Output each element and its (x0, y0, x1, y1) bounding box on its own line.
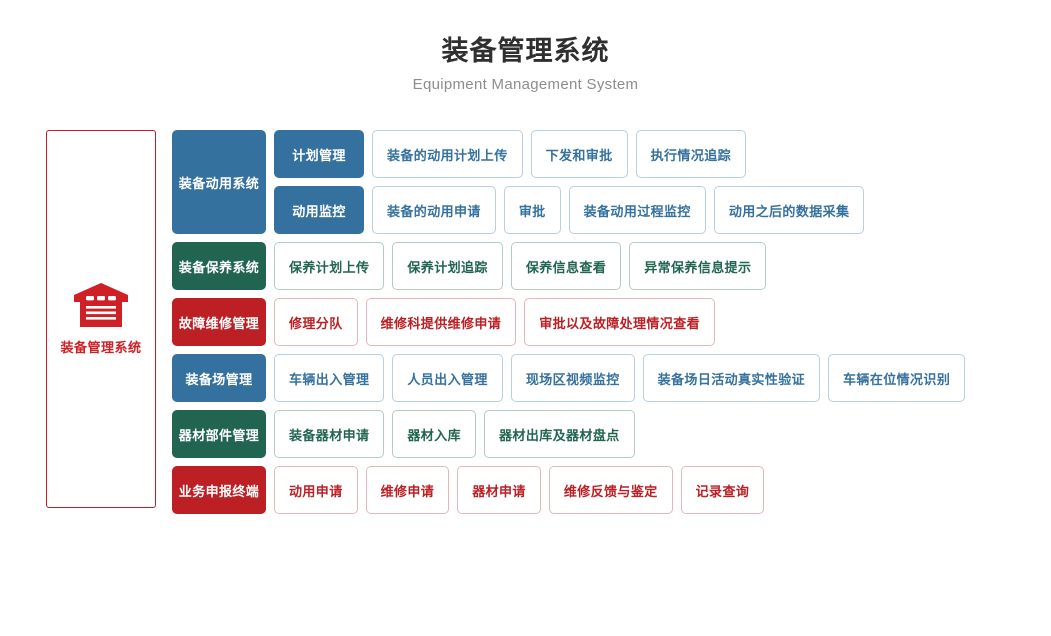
spacer (496, 186, 504, 234)
leaf-item[interactable]: 记录查询 (680, 466, 765, 514)
spacer (364, 130, 372, 178)
leaf-item[interactable]: 装备器材申请 (274, 410, 385, 458)
spacer (266, 466, 274, 514)
spacer (706, 186, 714, 234)
leaf-item[interactable]: 车辆在位情况识别 (828, 354, 966, 402)
leaf-item[interactable]: 装备动用过程监控 (568, 186, 706, 234)
leaf-item[interactable]: 审批 (503, 186, 561, 234)
leaf-item[interactable]: 保养信息查看 (510, 242, 622, 290)
leaf-item[interactable]: 器材入库 (392, 410, 477, 458)
leaf-item[interactable]: 器材出库及器材盘点 (484, 410, 635, 458)
page-header: 装备管理系统 Equipment Management System (0, 34, 1051, 94)
spacer (820, 354, 828, 402)
spacer (673, 466, 681, 514)
leaf-item[interactable]: 执行情况追踪 (635, 130, 747, 178)
leaf-item[interactable]: 保养计划上传 (274, 242, 385, 290)
subcategory-block-plan-management[interactable]: 计划管理 (274, 130, 364, 178)
leaf-item[interactable]: 车辆出入管理 (274, 354, 385, 402)
leaf-item[interactable]: 装备的动用申请 (372, 186, 496, 234)
spacer (503, 242, 511, 290)
category-block-maintenance-system[interactable]: 装备保养系统 (172, 242, 266, 290)
spacer (541, 466, 549, 514)
group-plan-management: 计划管理 装备的动用计划上传 下发和审批 执行情况追踪 (274, 130, 864, 178)
leaf-item[interactable]: 装备场日活动真实性验证 (642, 354, 821, 402)
leaf-item[interactable]: 维修科提供维修申请 (365, 298, 517, 346)
subsystem-rows: 装备动用系统 计划管理 装备的动用计划上传 下发和审批 执行情况追踪 动用监控 … (172, 130, 1002, 522)
leaf-item[interactable]: 维修反馈与鉴定 (548, 466, 673, 514)
leaf-item[interactable]: 动用申请 (274, 466, 358, 514)
category-block-parts-management[interactable]: 器材部件管理 (172, 410, 266, 458)
leaf-item[interactable]: 下发和审批 (530, 130, 628, 178)
leaf-item[interactable]: 动用之后的数据采集 (713, 186, 865, 234)
row-depot-management: 装备场管理 车辆出入管理 人员出入管理 现场区视频监控 装备场日活动真实性验证 … (172, 354, 1002, 402)
warehouse-icon (74, 283, 128, 327)
row-fault-repair-management: 故障维修管理 修理分队 维修科提供维修申请 审批以及故障处理情况查看 (172, 298, 1002, 346)
category-block-equipment-usage-system[interactable]: 装备动用系统 (172, 130, 266, 234)
row-parts-management: 器材部件管理 装备器材申请 器材入库 器材出库及器材盘点 (172, 410, 1002, 458)
spacer (523, 130, 531, 178)
spacer (358, 466, 366, 514)
group-usage-monitoring: 动用监控 装备的动用申请 审批 装备动用过程监控 动用之后的数据采集 (274, 186, 865, 234)
row-business-declaration-terminal: 业务申报终端 动用申请 维修申请 器材申请 维修反馈与鉴定 记录查询 (172, 466, 1002, 514)
spacer (384, 354, 392, 402)
subcategory-block-usage-monitoring[interactable]: 动用监控 (274, 186, 364, 234)
leaf-item[interactable]: 现场区视频监控 (510, 354, 635, 402)
spacer (384, 242, 392, 290)
spacer (628, 130, 636, 178)
leaf-item[interactable]: 异常保养信息提示 (629, 242, 767, 290)
spacer (449, 466, 457, 514)
group-stack: 计划管理 装备的动用计划上传 下发和审批 执行情况追踪 动用监控 装备的动用申请… (274, 130, 865, 234)
spacer (621, 242, 629, 290)
page-title: 装备管理系统 (441, 36, 610, 66)
spacer (561, 186, 569, 234)
leaf-item[interactable]: 保养计划追踪 (392, 242, 503, 290)
leaf-item[interactable]: 维修申请 (365, 466, 450, 514)
root-system-label: 装备管理系统 (60, 340, 142, 355)
spacer (384, 410, 392, 458)
spacer (516, 298, 524, 346)
leaf-item[interactable]: 人员出入管理 (392, 354, 503, 402)
spacer (635, 354, 643, 402)
leaf-item[interactable]: 装备的动用计划上传 (372, 130, 523, 178)
page-subtitle: Equipment Management System (412, 76, 639, 93)
spacer (266, 410, 274, 458)
spacer (503, 354, 511, 402)
category-block-business-declaration-terminal[interactable]: 业务申报终端 (172, 466, 266, 514)
spacer (266, 354, 274, 402)
spacer (266, 130, 274, 234)
root-system-panel[interactable]: 装备管理系统 (46, 130, 156, 508)
row-equipment-usage-system: 装备动用系统 计划管理 装备的动用计划上传 下发和审批 执行情况追踪 动用监控 … (172, 130, 1002, 234)
leaf-item[interactable]: 审批以及故障处理情况查看 (524, 298, 716, 346)
spacer (364, 186, 372, 234)
category-block-fault-repair-management[interactable]: 故障维修管理 (172, 298, 266, 346)
row-maintenance-system: 装备保养系统 保养计划上传 保养计划追踪 保养信息查看 异常保养信息提示 (172, 242, 1002, 290)
spacer (266, 242, 274, 290)
spacer (358, 298, 366, 346)
spacer (266, 298, 274, 346)
category-block-depot-management[interactable]: 装备场管理 (172, 354, 266, 402)
leaf-item[interactable]: 修理分队 (274, 298, 358, 346)
leaf-item[interactable]: 器材申请 (457, 466, 541, 514)
spacer (476, 410, 484, 458)
